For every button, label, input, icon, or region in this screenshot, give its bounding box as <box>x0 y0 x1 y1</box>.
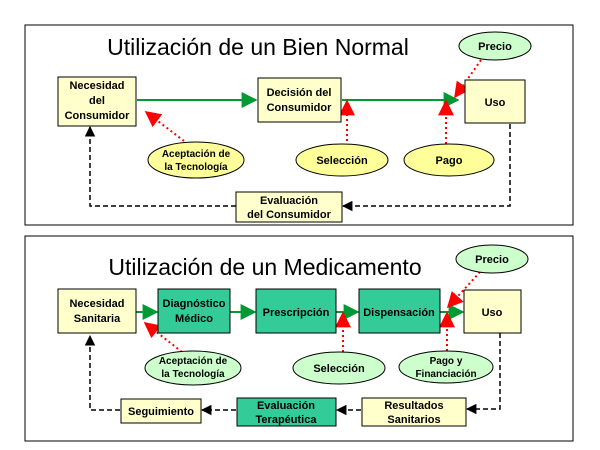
svg-text:Dispensación: Dispensación <box>363 307 435 319</box>
node-evaluacion-terapeutica: Evaluación Terapéutica <box>236 397 337 427</box>
panel-title: Utilización de un Bien Normal <box>107 34 409 60</box>
svg-text:Terapéutica: Terapéutica <box>256 414 318 426</box>
node-dispensacion: Dispensación <box>358 288 441 334</box>
svg-text:del: del <box>89 95 105 107</box>
svg-text:del Consumidor: del Consumidor <box>247 209 331 221</box>
svg-text:Seguimiento: Seguimiento <box>128 406 194 418</box>
svg-text:Uso: Uso <box>485 97 506 109</box>
svg-text:Sanitaria: Sanitaria <box>74 313 121 325</box>
svg-text:Pago: Pago <box>436 155 463 167</box>
node-aceptacion-tecnologia: Aceptación de la Tecnología <box>144 350 242 386</box>
arrow-followup-to-needs <box>84 334 120 411</box>
svg-text:Pago y: Pago y <box>430 356 463 367</box>
svg-text:Aceptación de: Aceptación de <box>162 149 231 160</box>
node-necesidad-sanitaria: Necesidad Sanitaria <box>57 288 137 334</box>
node-seguimiento: Seguimiento <box>120 398 202 424</box>
svg-text:Financiación: Financiación <box>415 369 476 380</box>
panel-medicamento: Utilización de un Medicamento Necesidad … <box>24 235 574 442</box>
svg-text:Selección: Selección <box>316 155 368 167</box>
svg-text:Selección: Selección <box>313 363 365 375</box>
svg-text:Médico: Médico <box>175 313 213 325</box>
svg-text:Evaluación: Evaluación <box>257 400 315 412</box>
panel-title: Utilización de un Medicamento <box>108 254 421 280</box>
node-aceptacion-tecnologia: Aceptación de la Tecnología <box>147 141 245 179</box>
svg-text:la Tecnología: la Tecnología <box>164 162 228 173</box>
arrow-evaluation-to-needs <box>84 125 236 207</box>
node-precio: Precio <box>455 244 529 274</box>
node-prescripcion: Prescripción <box>255 288 337 334</box>
svg-text:Sanitarios: Sanitarios <box>387 414 440 426</box>
arrow-use-to-evaluation <box>341 124 511 212</box>
node-pago-financiacion: Pago y Financiación <box>398 350 494 384</box>
node-resultados-sanitarios: Resultados Sanitarios <box>361 397 467 427</box>
svg-text:Necesidad: Necesidad <box>69 80 124 92</box>
svg-text:Consumidor: Consumidor <box>65 110 130 122</box>
node-diagnostico-medico: Diagnóstico Médico <box>157 288 231 334</box>
node-uso: Uso <box>464 79 526 124</box>
svg-text:Aceptación de: Aceptación de <box>159 356 228 367</box>
svg-text:Prescripción: Prescripción <box>263 307 330 319</box>
svg-text:Uso: Uso <box>482 307 503 319</box>
svg-text:Resultados: Resultados <box>384 400 443 412</box>
arrow-use-to-outcomes <box>465 333 501 415</box>
svg-text:Necesidad: Necesidad <box>69 298 124 310</box>
node-necesidad-consumidor: Necesidad del Consumidor <box>57 76 137 127</box>
svg-text:Precio: Precio <box>475 254 509 266</box>
node-uso: Uso <box>463 289 522 334</box>
node-decision-consumidor: Decisión del Consumidor <box>257 77 342 123</box>
arrow-tech-to-needs <box>144 111 189 145</box>
node-evaluacion-consumidor: Evaluación del Consumidor <box>235 191 343 223</box>
svg-text:Evaluación: Evaluación <box>260 195 318 207</box>
node-precio: Precio <box>458 31 532 61</box>
svg-text:Consumidor: Consumidor <box>267 102 332 114</box>
svg-text:Diagnóstico: Diagnóstico <box>163 298 226 310</box>
svg-text:la Tecnología: la Tecnología <box>161 369 225 380</box>
svg-text:Precio: Precio <box>478 41 512 53</box>
node-seleccion: Selección <box>292 351 386 385</box>
node-seleccion: Selección <box>295 143 389 177</box>
panel-bien-normal: Utilización de un Bien Normal Necesidad … <box>24 24 574 226</box>
node-pago: Pago <box>403 143 495 177</box>
svg-text:Decisión del: Decisión del <box>267 87 332 99</box>
